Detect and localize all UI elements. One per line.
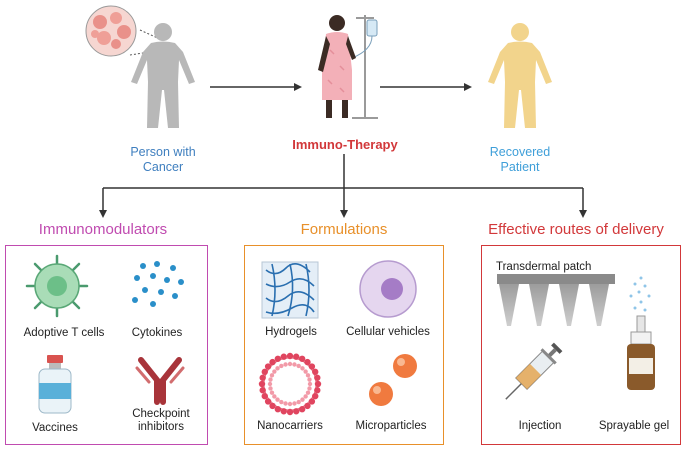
recovered-person-icon bbox=[488, 23, 552, 128]
recovered-label: Recovered Patient bbox=[489, 145, 551, 174]
spray-bottle-icon bbox=[627, 276, 655, 390]
label-transdermal-patch: Transdermal patch bbox=[496, 261, 592, 273]
label-cytokines: Cytokines bbox=[131, 327, 183, 339]
label-adoptive-t-cells: Adoptive T cells bbox=[23, 327, 105, 339]
label-vaccines: Vaccines bbox=[32, 422, 78, 434]
microparticles-icon bbox=[369, 354, 417, 406]
nanocarrier-icon bbox=[258, 352, 322, 416]
label-microparticles: Microparticles bbox=[355, 420, 427, 432]
label-sprayable-gel: Sprayable gel bbox=[598, 420, 670, 432]
sick-person-icon bbox=[131, 23, 195, 128]
cellular-vehicle-icon bbox=[359, 260, 417, 318]
section-title-formulations: Formulations bbox=[300, 221, 388, 238]
hydrogel-icon bbox=[261, 261, 319, 319]
checkpoint-antibody-icon bbox=[135, 357, 185, 405]
label-checkpoint-inhibitors: Checkpoint inhibitors bbox=[132, 408, 190, 433]
cytokines-icon bbox=[132, 261, 184, 307]
label-injection: Injection bbox=[518, 420, 562, 432]
t-cell-icon bbox=[25, 254, 89, 318]
therapy-label: Immuno-Therapy bbox=[292, 137, 398, 152]
iv-patient-icon bbox=[318, 15, 378, 119]
label-nanocarriers: Nanocarriers bbox=[257, 420, 323, 432]
section-title-immunomodulators: Immunomodulators bbox=[38, 221, 168, 238]
syringe-icon bbox=[505, 342, 563, 400]
label-cellular-vehicles: Cellular vehicles bbox=[346, 326, 430, 338]
label-hydrogels: Hydrogels bbox=[265, 326, 317, 338]
vaccine-vial-icon bbox=[38, 355, 72, 414]
section-title-routes: Effective routes of delivery bbox=[488, 221, 664, 238]
microneedle-patch-icon bbox=[497, 274, 615, 326]
patient-label: Person with Cancer bbox=[130, 145, 196, 174]
